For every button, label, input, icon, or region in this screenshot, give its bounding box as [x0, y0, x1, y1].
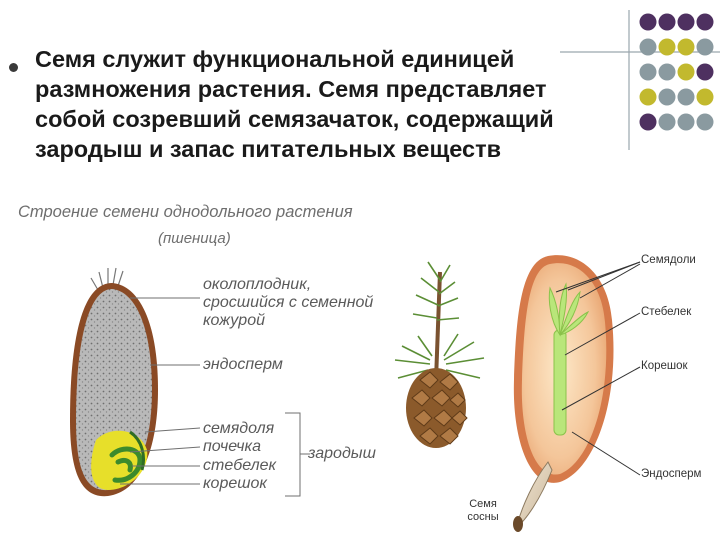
bullet-marker: [9, 63, 18, 72]
pine-seed-section: [513, 255, 614, 483]
label-bud: почечка: [203, 438, 261, 455]
label-pine-seed-1: Семя: [469, 498, 497, 510]
bullet-line-3: собой созревший семязачаток, содержащий: [35, 106, 554, 132]
decor-dot: [677, 63, 695, 81]
label-pine-root: Корешок: [641, 360, 688, 372]
pine-leader-lines: [555, 261, 641, 476]
decor-dot: [639, 88, 657, 106]
decor-dot: [696, 13, 714, 31]
pine-winged-seed: [513, 461, 553, 532]
decor-dot: [696, 63, 714, 81]
decor-dot: [677, 38, 695, 56]
label-pericarp-2: сросшийся с семенной: [203, 294, 374, 311]
bullet-line-2: размножения растения. Семя представляет: [35, 76, 547, 102]
decor-dot: [639, 113, 657, 131]
decor-dot: [658, 38, 676, 56]
bullet-line-1: Семя служит функциональной единицей: [35, 46, 515, 72]
decor-dot: [658, 13, 676, 31]
decor-dot: [639, 13, 657, 31]
label-pine-seed-2: сосны: [467, 511, 499, 523]
wheat-embryo-green: [109, 446, 143, 483]
wheat-figure-subtitle: (пшеница): [158, 230, 231, 247]
pine-cone-drawing: [394, 261, 485, 448]
decor-dot: [658, 113, 676, 131]
bullet-text: Семя служит функциональной единицей разм…: [35, 44, 695, 164]
wheat-figure-title: Строение семени однодольного растения: [18, 203, 353, 221]
wheat-leader-lines: [120, 297, 310, 497]
decor-dot: [696, 113, 714, 131]
label-pine-cotyledons: Семядоли: [641, 254, 696, 266]
wheat-hairs: [90, 267, 124, 291]
decor-dot: [696, 38, 714, 56]
decor-dot: [639, 38, 657, 56]
bullet-line-4: зародыш и запас питательных веществ: [35, 136, 502, 162]
label-cotyledon: семядоля: [203, 420, 275, 437]
label-pine-seed: Семя сосны: [458, 498, 508, 524]
label-embryo: зародыш: [308, 445, 376, 462]
pine-needles: [394, 261, 485, 379]
label-stem: стебелек: [203, 457, 277, 474]
decor-dot: [696, 88, 714, 106]
pine-cone-scales: [411, 371, 468, 445]
pine-stem: [434, 271, 442, 381]
decor-dot: [677, 113, 695, 131]
decor-dot: [639, 63, 657, 81]
decor-dot: [658, 63, 676, 81]
label-pericarp-1: околоплодник,: [203, 276, 312, 293]
label-pine-endosperm: Эндосперм: [641, 468, 702, 480]
wheat-grain-drawing: [70, 267, 158, 497]
label-endosperm: эндосперм: [203, 356, 283, 373]
decor-dot: [677, 88, 695, 106]
label-pericarp-3: кожурой: [203, 312, 265, 329]
decor-dot: [658, 88, 676, 106]
label-root: корешок: [203, 475, 267, 492]
pine-embryo: [548, 282, 590, 436]
decor-dot: [677, 13, 695, 31]
label-pine-stem: Стебелек: [641, 306, 692, 318]
